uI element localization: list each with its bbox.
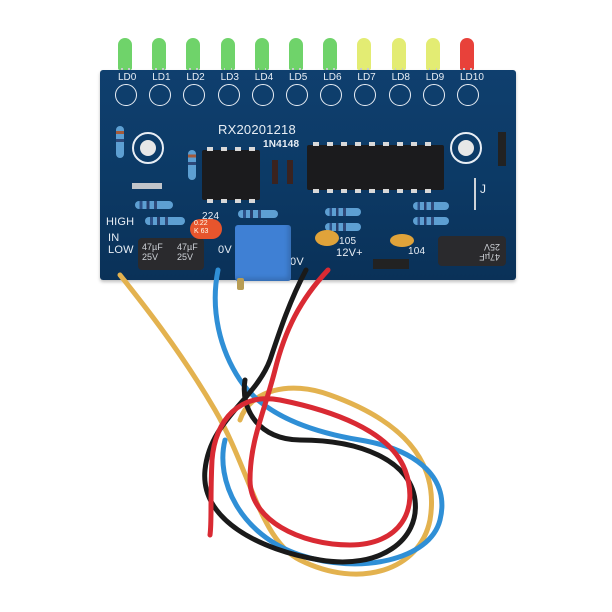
film-cap-value: 0.22 xyxy=(194,220,208,227)
input-low-label: LOW xyxy=(108,244,134,256)
led-footprint xyxy=(115,84,137,106)
trimmer-potentiometer xyxy=(235,225,291,281)
glass-diode xyxy=(132,183,162,189)
supply-12v-label: 12V+ xyxy=(336,247,363,259)
resistor-1 xyxy=(135,201,173,209)
led-footprint xyxy=(149,84,172,106)
led-ld1 xyxy=(152,38,167,70)
led-label: LD6 xyxy=(323,72,342,83)
black-wire xyxy=(202,267,418,565)
led-footprint xyxy=(457,84,479,106)
resistor-6 xyxy=(413,202,449,210)
ov-left-label: 0V xyxy=(218,244,232,256)
led-label: LD7 xyxy=(357,72,376,83)
led-footprint xyxy=(320,84,343,106)
blue-wire xyxy=(212,267,445,567)
resistor-7 xyxy=(413,217,449,225)
ic-8pin xyxy=(202,147,260,203)
led-label: LD10 xyxy=(460,72,484,83)
cap-105-label: 105 xyxy=(339,236,357,247)
input-in-label: IN xyxy=(108,232,120,244)
pcb-board: LD0 LD1 LD2 LD3 LD4 LD5 LD6 LD7 LD8 LD9 LD10 RX202… xyxy=(100,70,516,280)
diode-1n4148-a xyxy=(272,160,278,184)
led-ld2 xyxy=(186,38,201,70)
board-code-label: RX20201218 xyxy=(218,122,296,137)
ov-right-label: 0V xyxy=(290,256,304,268)
input-high-label: HIGH xyxy=(106,216,135,228)
led-ld9 xyxy=(425,38,440,70)
resistor-vertical xyxy=(188,150,196,180)
diode-1n4148-b xyxy=(287,160,293,184)
led-label: LD2 xyxy=(186,72,205,83)
led-ld5 xyxy=(289,38,303,70)
resistor-3 xyxy=(238,210,278,218)
cap-value: 47µF xyxy=(177,242,198,252)
led-label: LD0 xyxy=(118,72,137,83)
ceramic-cap-104 xyxy=(390,234,414,247)
led-label: LD8 xyxy=(391,72,410,83)
diode-vertical-right xyxy=(498,132,506,166)
led-footprint xyxy=(217,84,240,106)
film-capacitor: 0.22 K 63 xyxy=(190,219,222,239)
diode-type-label: 1N4148 xyxy=(263,139,300,150)
cap-voltage: 25V xyxy=(142,252,159,262)
led-label: LD9 xyxy=(425,72,445,83)
led-label: LD1 xyxy=(152,72,171,83)
resistor-4 xyxy=(325,208,361,216)
led-footprint xyxy=(388,84,411,106)
led-ld0 xyxy=(118,38,132,70)
led-footprint xyxy=(251,84,274,106)
resistor-5 xyxy=(325,223,361,231)
ceramic-cap-105 xyxy=(315,230,339,246)
led-footprint xyxy=(422,84,445,106)
led-ld4 xyxy=(254,38,269,70)
red-wire xyxy=(207,267,413,548)
diode-bottom xyxy=(373,259,409,269)
led-footprint xyxy=(354,84,377,106)
led-ld8 xyxy=(391,38,406,70)
mounting-hole-left xyxy=(132,132,164,164)
resistor-vertical-left xyxy=(116,126,124,158)
led-footprint xyxy=(286,84,308,106)
cap-voltage: 25V xyxy=(177,252,194,262)
led-ld7 xyxy=(357,38,372,70)
led-footprint xyxy=(183,84,206,106)
cap-104-label: 104 xyxy=(408,246,426,257)
led-ld3 xyxy=(220,38,235,70)
yellow-wire xyxy=(117,272,434,577)
electrolytic-cap-left-2: 47µF 25V xyxy=(174,238,204,270)
resistor-2 xyxy=(145,217,185,225)
film-cap-tolerance: K 63 xyxy=(194,228,209,235)
ic-18pin xyxy=(307,142,444,193)
mounting-hole-right xyxy=(450,132,482,164)
potentiometer-adjust-screw xyxy=(237,278,244,290)
led-ld10 xyxy=(460,38,474,70)
jumper-wire xyxy=(474,178,476,210)
led-label: LD5 xyxy=(289,72,308,83)
jumper-label: J xyxy=(480,182,487,196)
cap-value: 47µF xyxy=(142,242,163,252)
led-label: LD3 xyxy=(220,72,239,83)
cap-224-label: 224 xyxy=(202,211,220,222)
led-ld6 xyxy=(323,38,338,70)
led-label: LD4 xyxy=(254,72,274,83)
